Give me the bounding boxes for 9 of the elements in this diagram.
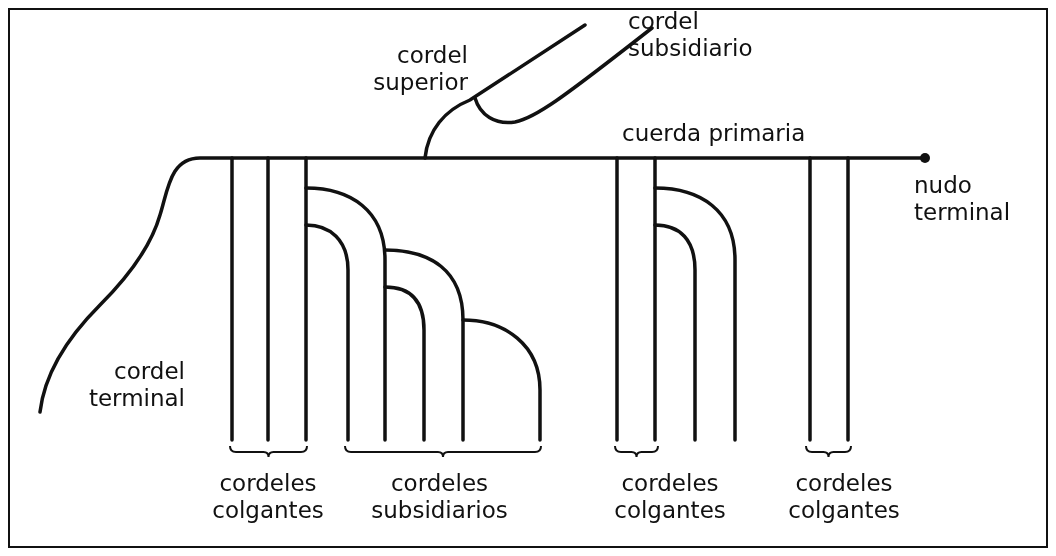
part-label: cordeles subsidiarios bbox=[370, 470, 509, 524]
part-label: cordeles colgantes bbox=[787, 470, 901, 524]
part-label: cordeles colgantes bbox=[613, 470, 727, 524]
part-label: cordel subsidiario bbox=[628, 8, 754, 62]
part-label: cordel superior bbox=[372, 42, 468, 96]
part-label: cuerda primaria bbox=[622, 120, 807, 147]
part-label: nudo terminal bbox=[914, 172, 1012, 226]
part-label: cordeles colgantes bbox=[211, 470, 325, 524]
part-label: cordel terminal bbox=[87, 358, 185, 412]
